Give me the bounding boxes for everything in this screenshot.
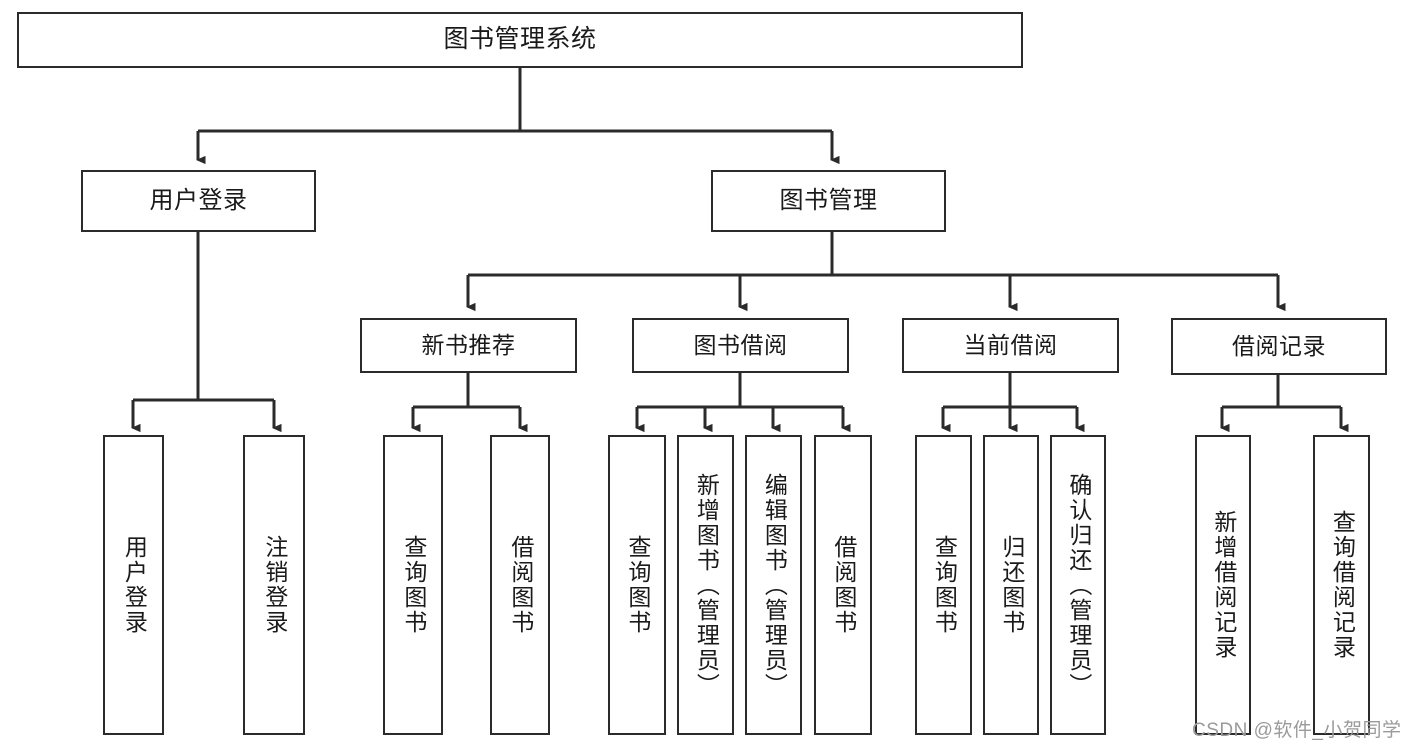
node-label: 确认归还（管理员） xyxy=(1065,472,1092,698)
node-label: 查询图书 xyxy=(400,535,427,635)
node-borrow-record[interactable]: 借阅记录 xyxy=(1171,318,1387,375)
leaf-query-book-current[interactable]: 查询图书 xyxy=(915,435,972,735)
leaf-query-borrow-record[interactable]: 查询借阅记录 xyxy=(1313,435,1370,735)
node-label: 用户登录 xyxy=(149,186,248,214)
leaf-query-book-recommend[interactable]: 查询图书 xyxy=(383,435,443,735)
node-current-borrow[interactable]: 当前借阅 xyxy=(902,318,1119,373)
node-label: 查询借阅记录 xyxy=(1329,510,1356,660)
node-book-manage[interactable]: 图书管理 xyxy=(711,170,946,232)
leaf-confirm-return[interactable]: 确认归还（管理员） xyxy=(1050,435,1106,735)
node-label: 注销登录 xyxy=(261,535,288,635)
leaf-user-login[interactable]: 用户登录 xyxy=(103,435,164,735)
node-label: 图书管理 xyxy=(779,186,878,214)
node-label: 新增借阅记录 xyxy=(1210,510,1237,660)
node-new-book-recommend[interactable]: 新书推荐 xyxy=(360,318,577,373)
node-label: 借阅记录 xyxy=(1232,332,1326,359)
node-label: 查询图书 xyxy=(931,535,958,635)
node-label: 编辑图书（管理员） xyxy=(761,472,788,698)
node-root-system[interactable]: 图书管理系统 xyxy=(17,12,1023,68)
node-label: 新增图书（管理员） xyxy=(693,472,720,698)
node-label: 图书管理系统 xyxy=(443,25,597,54)
node-user-login[interactable]: 用户登录 xyxy=(81,170,316,232)
leaf-return-book[interactable]: 归还图书 xyxy=(983,435,1039,735)
leaf-add-book[interactable]: 新增图书（管理员） xyxy=(677,435,734,735)
node-label: 归还图书 xyxy=(998,535,1025,635)
node-label: 用户登录 xyxy=(121,535,148,635)
node-book-borrow[interactable]: 图书借阅 xyxy=(632,318,849,373)
node-label: 图书借阅 xyxy=(693,331,788,358)
leaf-logout-login[interactable]: 注销登录 xyxy=(243,435,305,735)
node-label: 借阅图书 xyxy=(507,535,534,635)
leaf-borrow-book-recommend[interactable]: 借阅图书 xyxy=(490,435,550,735)
node-label: 当前借阅 xyxy=(963,331,1058,358)
node-label: 查询图书 xyxy=(624,535,651,635)
leaf-borrow-book[interactable]: 借阅图书 xyxy=(814,435,872,735)
leaf-query-book-borrow[interactable]: 查询图书 xyxy=(608,435,666,735)
node-label: 新书推荐 xyxy=(421,331,516,358)
node-label: 借阅图书 xyxy=(830,535,857,635)
leaf-edit-book[interactable]: 编辑图书（管理员） xyxy=(745,435,802,735)
leaf-add-borrow-record[interactable]: 新增借阅记录 xyxy=(1195,435,1251,735)
